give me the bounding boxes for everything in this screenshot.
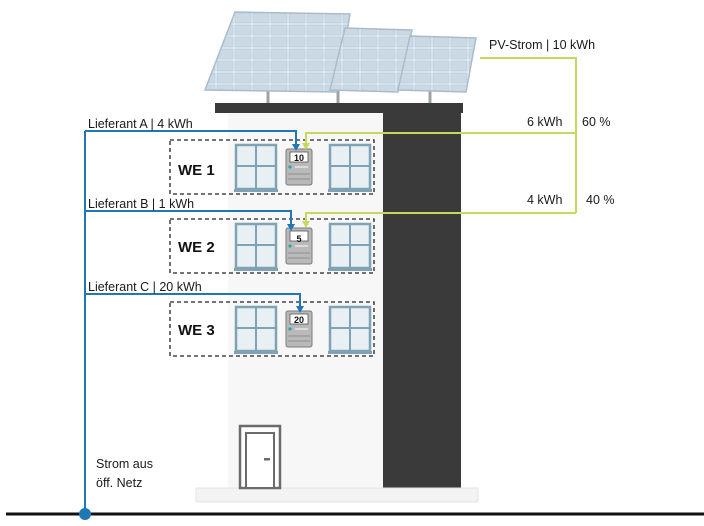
supplier-a-label: Lieferant A | 4 kWh <box>88 117 193 131</box>
solar-panel-icon <box>203 11 477 104</box>
pv-supply-lines <box>302 57 577 228</box>
apartment-units <box>169 139 375 357</box>
meter-3-value: 20 <box>294 315 304 325</box>
grid-feed-arrowhead <box>287 224 295 231</box>
pv-feed-arrowhead <box>302 221 310 228</box>
pv-split-1-kwh: 6 kWh <box>527 115 562 129</box>
pv-feed-line <box>305 132 576 144</box>
electricity-meter-icon <box>285 148 313 186</box>
stairwell-tower <box>383 113 461 490</box>
unit-3-label: WE 3 <box>178 322 215 339</box>
pv-main-line <box>480 57 577 213</box>
building-base <box>195 487 479 503</box>
supplier-b-label: Lieferant B | 1 kWh <box>88 197 194 211</box>
grid-source-line1: Strom aus <box>96 457 153 471</box>
roof-slab <box>215 103 463 113</box>
pv-feed-line <box>305 212 576 222</box>
window-icon <box>328 222 372 271</box>
pv-split-2-kwh: 4 kWh <box>527 193 562 207</box>
unit-boundary <box>169 218 375 274</box>
window-icon <box>234 143 278 192</box>
grid-source-line2: öff. Netz <box>96 476 142 490</box>
grid-supply-lines <box>84 130 304 514</box>
supplier-c-label: Lieferant C | 20 kWh <box>88 280 202 294</box>
grid-feed-line <box>85 293 301 308</box>
apartment-unit <box>169 218 375 274</box>
window-icon <box>328 305 372 354</box>
apartment-unit <box>169 301 375 357</box>
unit-boundary <box>169 301 375 357</box>
unit-boundary <box>169 139 375 195</box>
window-icon <box>328 143 372 192</box>
electricity-meter-icon <box>285 310 313 348</box>
grid-connection-point <box>79 508 91 520</box>
unit-2-label: WE 2 <box>178 239 215 256</box>
pv-feed-arrowhead <box>302 143 310 150</box>
unit-1-label: WE 1 <box>178 162 215 179</box>
apartment-unit <box>169 139 375 195</box>
meter-1-value: 10 <box>294 153 304 163</box>
grid-feed-arrowhead <box>292 144 300 151</box>
pv-split-2-share: 40 % <box>586 193 615 207</box>
grid-feed-line <box>85 130 297 146</box>
meter-2-value: 5 <box>296 234 301 244</box>
pv-label: PV-Strom | 10 kWh <box>489 38 595 52</box>
electricity-meter-icon <box>285 227 313 265</box>
grid-feed-arrowhead <box>296 306 304 313</box>
window-icon <box>234 305 278 354</box>
door-icon <box>238 424 282 490</box>
grid-feed-line <box>85 210 292 226</box>
window-icon <box>234 222 278 271</box>
pv-split-1-share: 60 % <box>582 115 611 129</box>
